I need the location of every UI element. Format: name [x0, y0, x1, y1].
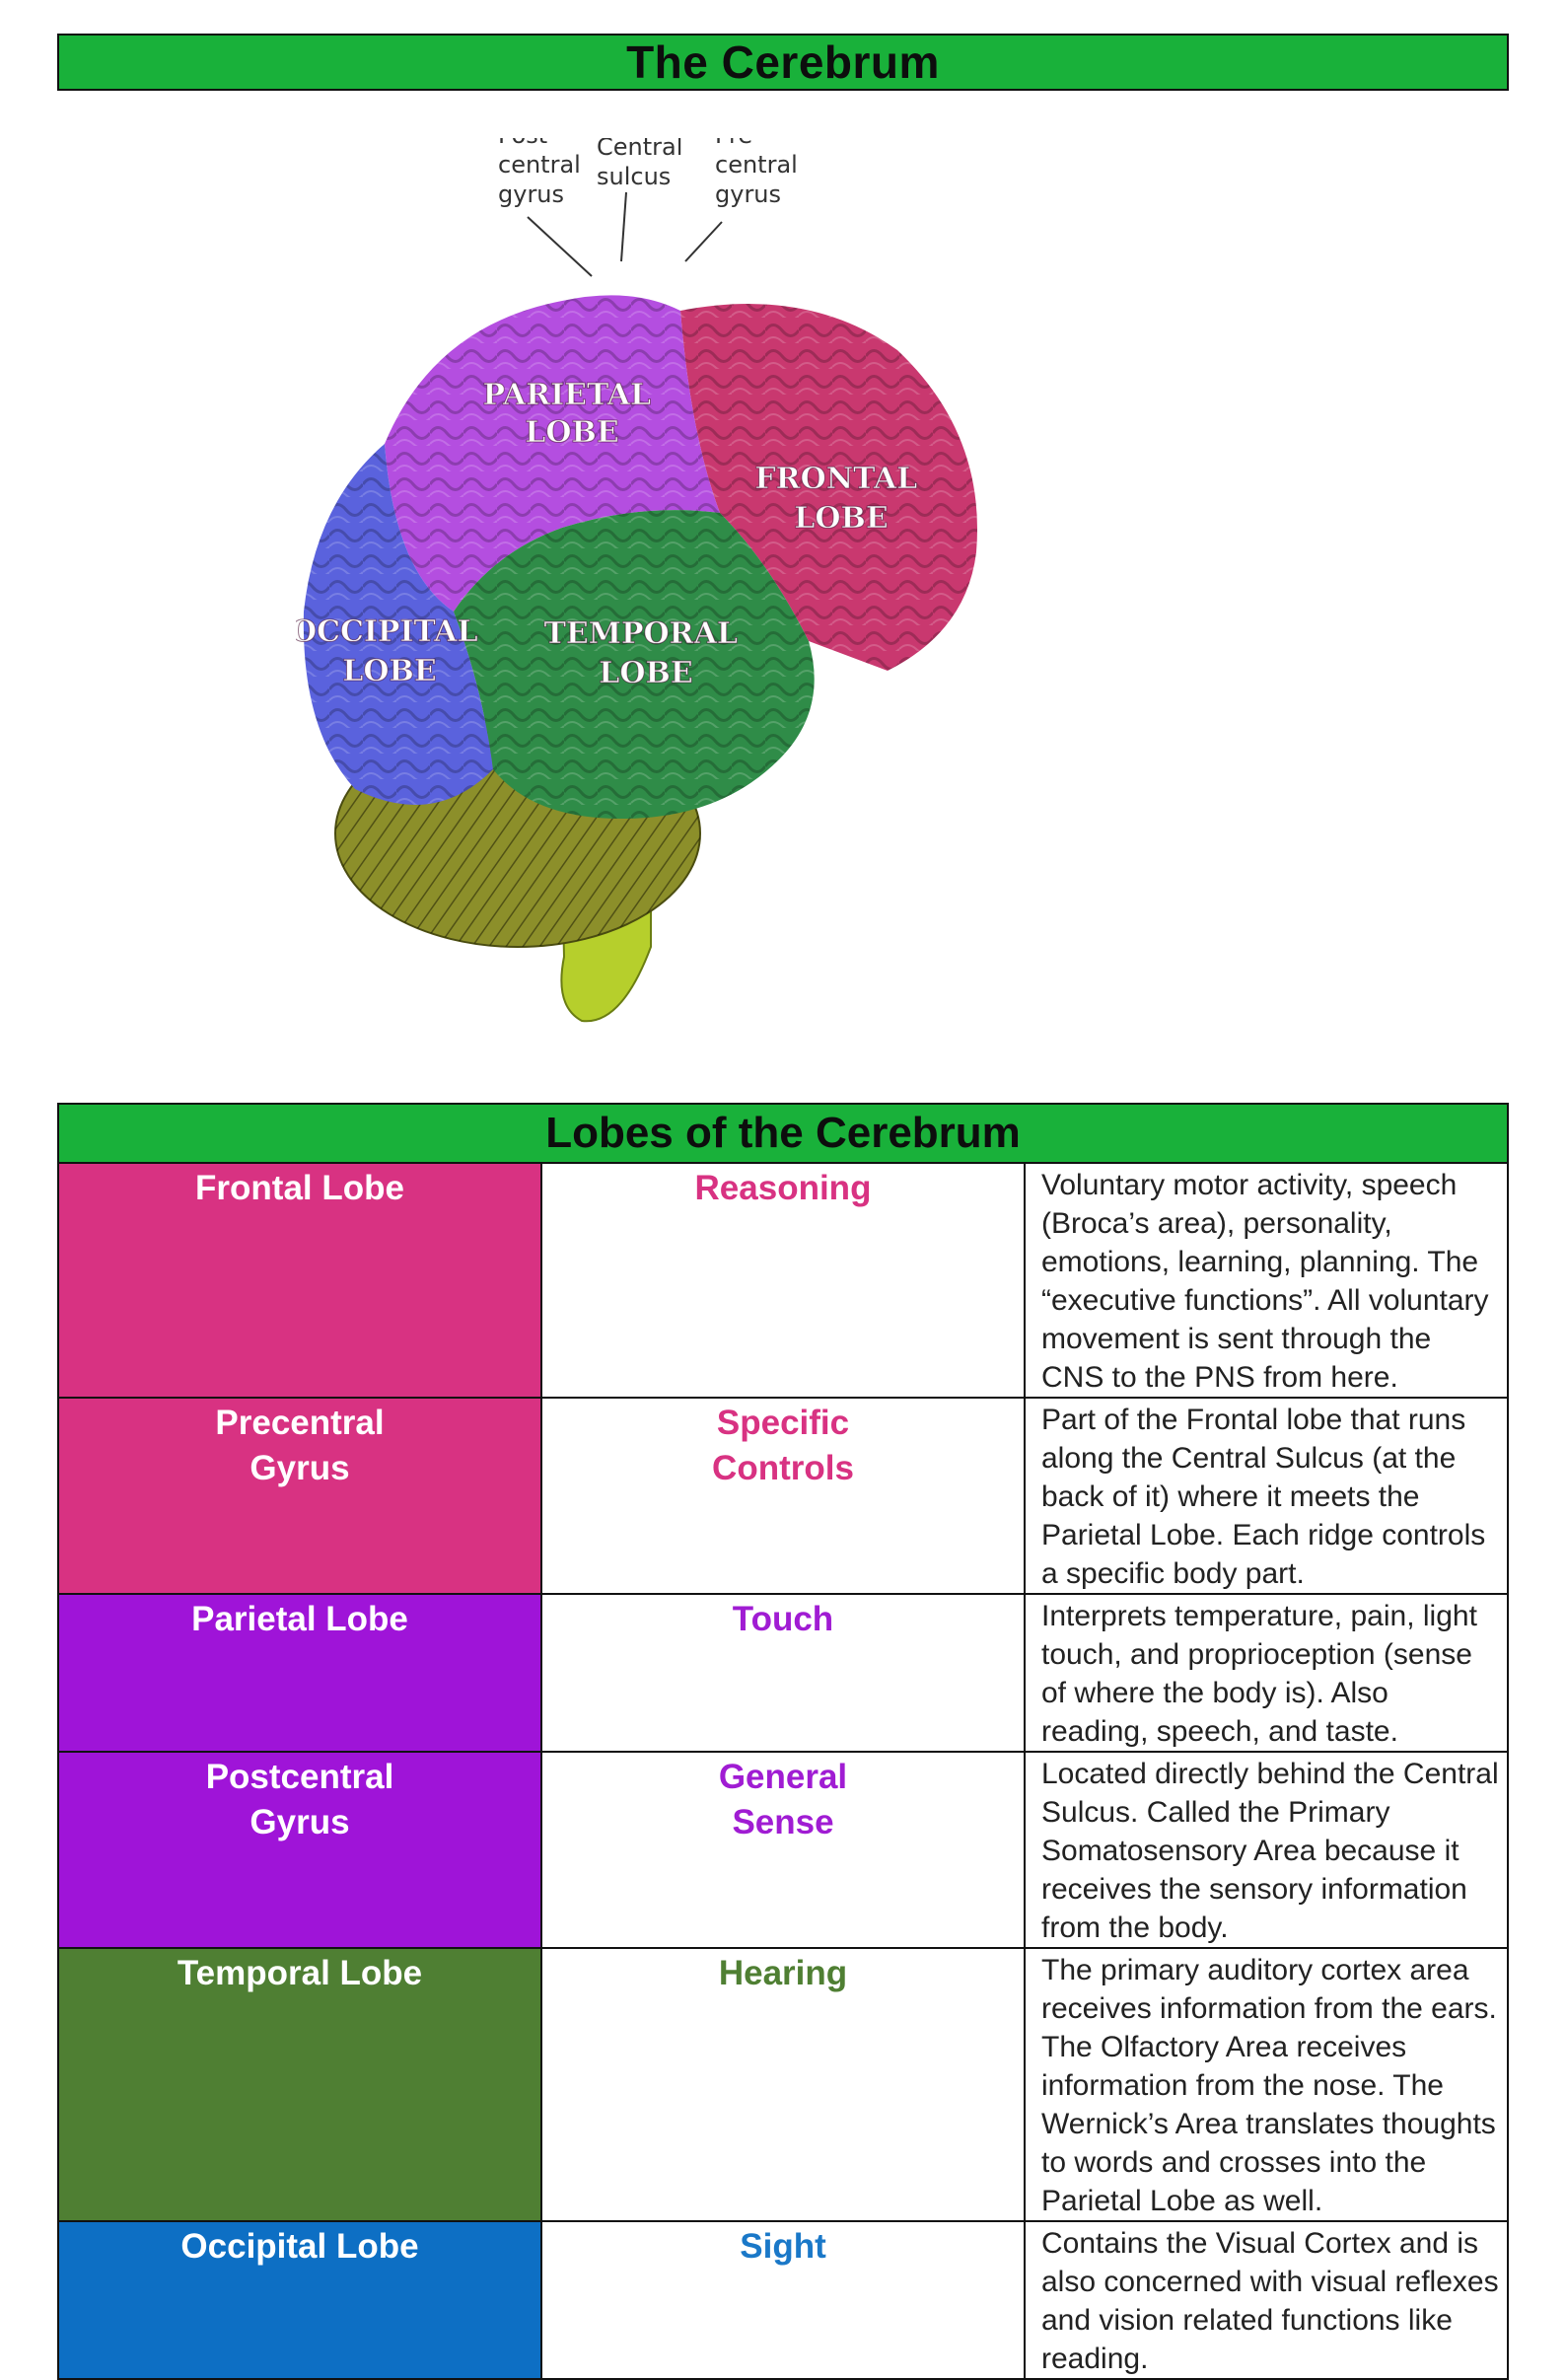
lobe-function: Specific Controls	[712, 1404, 854, 1487]
lobe-description: Contains the Visual Cortex and is also c…	[1024, 2220, 1509, 2380]
lobe-name: Temporal Lobe	[177, 1954, 423, 1992]
lobe-name: Occipital Lobe	[180, 2227, 419, 2266]
label-parietal-lobe: PARIETAL LOBE	[483, 378, 662, 450]
table-row: Precentral Gyrus Specific Controls Part …	[57, 1397, 1509, 1595]
table-row: Frontal Lobe Reasoning Voluntary motor a…	[57, 1162, 1509, 1399]
lobe-name: Postcentral Gyrus	[205, 1758, 394, 1841]
page-title: The Cerebrum	[626, 36, 940, 88]
lobe-description: Voluntary motor activity, speech (Broca’…	[1024, 1162, 1509, 1399]
lobe-description: Part of the Frontal lobe that runs along…	[1024, 1397, 1509, 1595]
callout-central-sulcus: Central sulcus	[597, 138, 690, 190]
lobe-function: Reasoning	[694, 1169, 872, 1207]
lobe-name-cell: Postcentral Gyrus	[57, 1751, 542, 1949]
lobe-description: Interprets temperature, pain, light touc…	[1024, 1593, 1509, 1753]
lobe-function-cell: General Sense	[540, 1751, 1026, 1949]
lobe-function: Hearing	[718, 1954, 848, 1992]
lobe-function: General Sense	[718, 1758, 848, 1841]
callout-precentral-gyrus: Pre- central gyrus	[715, 138, 805, 208]
table-row: Occipital Lobe Sight Contains the Visual…	[57, 2220, 1509, 2380]
table-row: Parietal Lobe Touch Interprets temperatu…	[57, 1593, 1509, 1753]
callout-postcentral-gyrus: Post- central gyrus	[498, 138, 588, 208]
lobe-name: Frontal Lobe	[195, 1169, 404, 1207]
lobe-name: Precentral Gyrus	[215, 1404, 385, 1487]
lobe-description: Located directly behind the Central Sulc…	[1024, 1751, 1509, 1949]
lobe-name-cell: Occipital Lobe	[57, 2220, 542, 2380]
lobe-function-cell: Sight	[540, 2220, 1026, 2380]
lobe-name-cell: Frontal Lobe	[57, 1162, 542, 1399]
page-title-bar: The Cerebrum	[57, 34, 1509, 91]
brain-diagram: Post- central gyrus Central sulcus Pre- …	[296, 138, 1262, 1055]
lobe-function-cell: Specific Controls	[540, 1397, 1026, 1595]
lobe-name-cell: Parietal Lobe	[57, 1593, 542, 1753]
label-frontal-lobe: FRONTAL LOBE	[754, 462, 927, 536]
lobe-name-cell: Precentral Gyrus	[57, 1397, 542, 1595]
lobe-function-cell: Touch	[540, 1593, 1026, 1753]
lobe-name: Parietal Lobe	[191, 1600, 408, 1638]
lobe-function: Sight	[740, 2227, 826, 2266]
table-row: Postcentral Gyrus General Sense Located …	[57, 1751, 1509, 1949]
label-temporal-lobe: TEMPORAL LOBE	[544, 616, 748, 690]
lobes-table: Lobes of the Cerebrum Frontal Lobe Reaso…	[57, 1103, 1509, 2380]
lobe-function: Touch	[732, 1600, 834, 1638]
lobe-function-cell: Reasoning	[540, 1162, 1026, 1399]
label-occipital-lobe: OCCIPITAL LOBE	[296, 614, 488, 688]
table-title: Lobes of the Cerebrum	[57, 1103, 1509, 1164]
